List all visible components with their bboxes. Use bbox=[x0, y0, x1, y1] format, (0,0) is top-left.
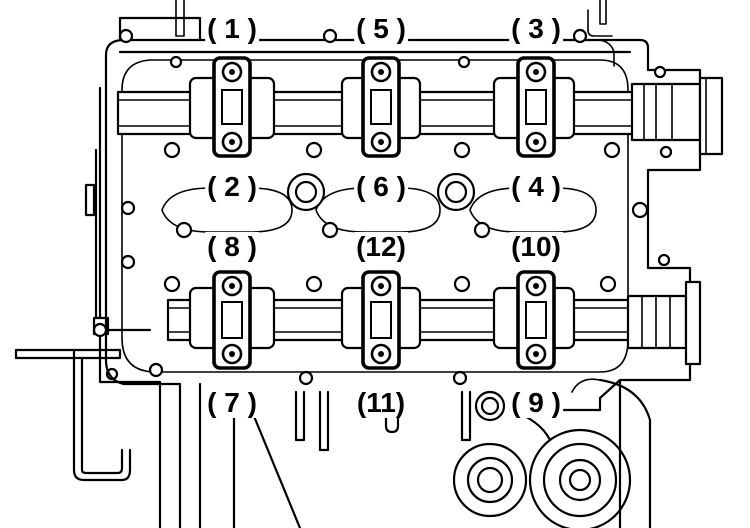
label-12: (12) bbox=[354, 231, 408, 262]
bearing-cap-lower-9 bbox=[492, 270, 576, 370]
bearing-cap-upper-3 bbox=[492, 56, 576, 158]
bearing-cap-upper-1 bbox=[188, 56, 276, 158]
label-3: ( 3 ) bbox=[509, 13, 563, 44]
bearing-cap-lower-11 bbox=[340, 270, 422, 370]
label-2: ( 2 ) bbox=[205, 171, 259, 202]
label-9: ( 9 ) bbox=[509, 387, 563, 418]
left-bracket bbox=[14, 86, 162, 528]
label-4: ( 4 ) bbox=[509, 171, 563, 202]
label-8: ( 8 ) bbox=[205, 231, 259, 262]
label-6: ( 6 ) bbox=[354, 171, 408, 202]
label-11: (11) bbox=[354, 387, 408, 418]
perimeter-bolt-holes bbox=[92, 28, 671, 386]
lower-components bbox=[198, 378, 652, 528]
bearing-cap-upper-5 bbox=[340, 56, 422, 158]
spark-plug-bores bbox=[161, 172, 649, 239]
cylinder-head-outline bbox=[104, 0, 702, 528]
label-5: ( 5 ) bbox=[354, 13, 408, 44]
bearing-cap-lower-7 bbox=[188, 270, 276, 370]
label-7: ( 7 ) bbox=[205, 387, 259, 418]
label-1: ( 1 ) bbox=[205, 13, 259, 44]
label-10: (10) bbox=[509, 231, 563, 262]
